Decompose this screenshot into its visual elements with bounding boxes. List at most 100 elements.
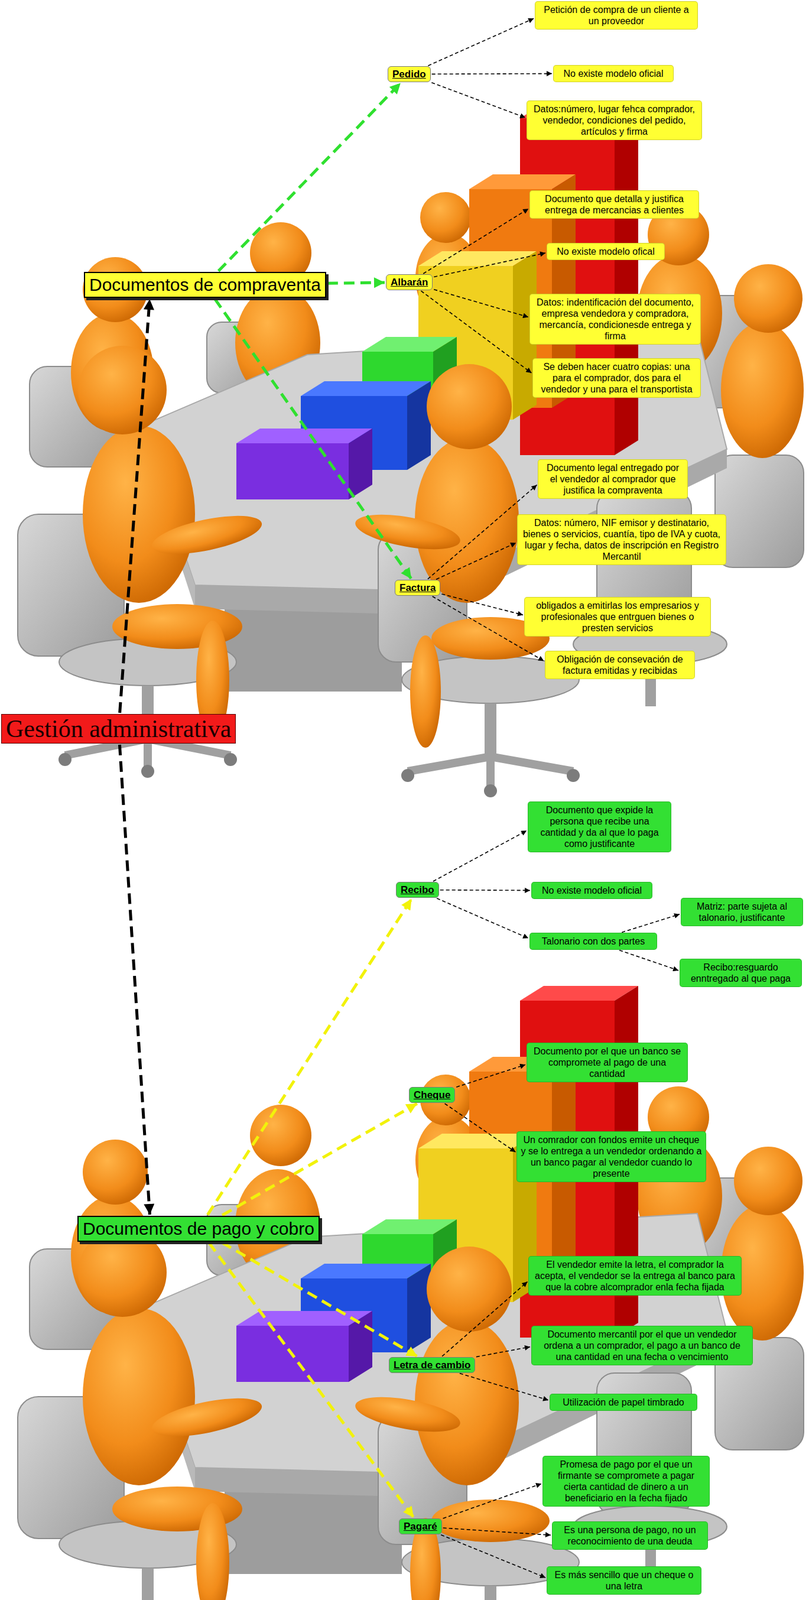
note-box: Documento por el que un banco se comprom… (526, 1042, 688, 1083)
node-text: Utilización de papel timbrado (553, 1396, 694, 1408)
node-text: Documentos de pago y cobro (82, 1217, 315, 1240)
node-text: Recibo (400, 883, 435, 896)
node-text: No existe modelo ofical (550, 245, 661, 258)
note-box: Un comrador con fondos emite un cheque y… (516, 1131, 707, 1182)
node-text: Petición de compra de un cliente a un pr… (538, 4, 694, 27)
note-box: Documento mercantil por el que un vended… (531, 1325, 753, 1366)
node-text: Albarán (390, 275, 428, 289)
meeting-scene (17, 985, 804, 1600)
connector (440, 889, 531, 891)
node-text: Es una persona de pago, no un reconocimi… (556, 1524, 704, 1547)
note-box: obligados a emitirlas los empresarios y … (524, 596, 711, 637)
connector (431, 73, 552, 75)
node-text: Factura (399, 581, 436, 594)
connector (209, 1242, 415, 1518)
node-text: Datos: indentificación del documento, em… (533, 296, 697, 342)
note-box: Datos: número, NIF emisor y destinatario… (517, 514, 727, 565)
connector (433, 289, 529, 318)
connector (443, 1483, 542, 1519)
node-text: Gestión administrativa (5, 714, 232, 743)
note-box: Utilización de papel timbrado (549, 1393, 698, 1411)
node-text: Datos:número, lugar fehca comprador, ven… (530, 103, 698, 138)
node-text: Documentos de compraventa (89, 274, 321, 296)
connector (442, 1281, 528, 1357)
note-box: Matriz: parte sujeta al talonario, justi… (680, 897, 804, 927)
node-text: Cheque (413, 1088, 451, 1101)
note-box: Es más sencillo que un cheque o una letr… (546, 1565, 702, 1595)
note-box: Se deben hacer cuatro copias: una para e… (532, 358, 701, 398)
note-box: Datos:número, lugar fehca comprador, ven… (526, 100, 703, 141)
node-text: Documento mercantil por el que un vended… (535, 1328, 749, 1363)
connector (621, 914, 680, 933)
node-text: Talonario con dos partes (533, 935, 653, 947)
node-text: Se deben hacer cuatro copias: una para e… (536, 361, 697, 395)
topic-box: Pedido (387, 66, 431, 83)
note-box: Documento legal entregado por el vendedo… (537, 459, 688, 499)
node-text: Documento por el que un banco se comprom… (530, 1045, 684, 1080)
hub-box: Documentos de compraventa (83, 271, 327, 298)
connector (119, 299, 151, 713)
note-box: Documento que detalla y justifica entreg… (529, 190, 700, 219)
connector (119, 744, 150, 1215)
note-box: No existe modelo ofical (546, 242, 665, 261)
node-text: Matriz: parte sujeta al talonario, justi… (684, 900, 799, 924)
root-box: Gestión administrativa (1, 713, 236, 744)
note-box: El vendedor emite la letra, el comprador… (528, 1255, 742, 1296)
topic-box: Pagaré (398, 1518, 443, 1535)
connector (207, 898, 412, 1215)
topic-box: Cheque (408, 1086, 456, 1103)
connector (476, 1346, 531, 1357)
node-text: Pagaré (403, 1519, 438, 1533)
node-text: No existe modelo oficial (557, 67, 670, 80)
connector (443, 1527, 551, 1535)
hub-box: Documentos de pago y cobro (77, 1215, 320, 1242)
meeting-scene (17, 103, 804, 798)
note-box: Talonario con dos partes (529, 932, 658, 950)
connector (440, 1534, 546, 1578)
node-text: No existe modelo oficial (535, 884, 649, 896)
node-text: El vendedor emite la letra, el comprador… (532, 1258, 738, 1293)
node-text: Documento que detalla y justifica entreg… (533, 193, 695, 216)
topic-box: Albarán (385, 274, 433, 291)
connector (619, 950, 679, 971)
connector (436, 898, 529, 939)
connector (427, 18, 534, 66)
note-box: Recibo:resguardo enntregado al que paga (679, 958, 802, 987)
node-text: Letra de cambio (393, 1358, 471, 1371)
topic-box: Factura (394, 579, 441, 596)
connector (431, 82, 526, 118)
connector (433, 830, 527, 882)
note-box: Obligación de consevación de factura emi… (544, 650, 695, 679)
node-text: Es más sencillo que un cheque o una letr… (550, 1568, 698, 1592)
topic-box: Letra de cambio (388, 1356, 476, 1373)
note-box: Documento que expide la persona que reci… (527, 801, 672, 853)
connector (433, 252, 546, 278)
note-box: Datos: indentificación del documento, em… (529, 293, 701, 345)
note-box: Promesa de pago por el que un firmante s… (542, 1455, 710, 1507)
connector (423, 208, 529, 274)
node-text: Promesa de pago por el que un firmante s… (546, 1458, 706, 1504)
connector (436, 542, 516, 580)
node-text: Documento legal entregado por el vendedo… (541, 462, 684, 496)
connector (456, 1064, 526, 1087)
note-box: Petición de compra de un cliente a un pr… (534, 1, 698, 30)
connector (327, 282, 385, 284)
node-text: obligados a emitirlas los empresarios y … (528, 599, 707, 634)
connector (420, 290, 532, 373)
node-text: Documento que expide la persona que reci… (531, 804, 668, 850)
connector (222, 1103, 418, 1215)
connector (215, 299, 412, 580)
node-text: Pedido (392, 67, 427, 81)
note-box: No existe modelo oficial (531, 881, 653, 899)
node-text: Recibo:resguardo enntregado al que paga (683, 961, 798, 984)
note-box: No existe modelo oficial (553, 65, 674, 83)
topic-box: Recibo (395, 881, 440, 898)
node-text: Un comrador con fondos emite un cheque y… (520, 1134, 703, 1179)
connector (444, 1103, 516, 1152)
connector (441, 593, 523, 615)
node-text: Obligación de consevación de factura emi… (548, 653, 691, 677)
connector (218, 82, 401, 271)
node-text: Datos: número, NIF emisor y destinatario… (521, 517, 723, 562)
note-box: Es una persona de pago, no un reconocimi… (551, 1521, 708, 1550)
connector (459, 1373, 549, 1400)
